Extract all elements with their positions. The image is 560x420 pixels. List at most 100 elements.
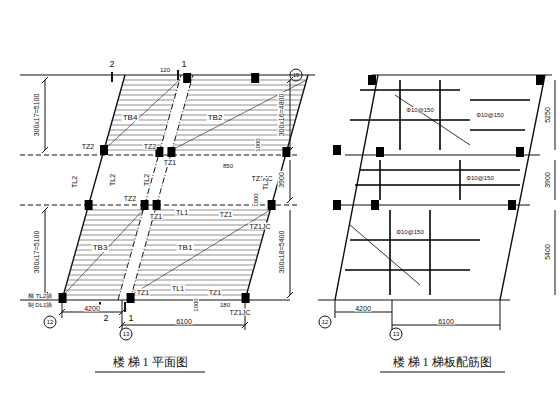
member-tag: TZ2: [143, 143, 157, 150]
stair-wall: [62, 75, 308, 300]
rebar-line: [470, 99, 530, 101]
member-tag: TL2: [109, 173, 116, 187]
rebar-note: Φ10@150: [465, 175, 495, 181]
tread-line: [119, 95, 175, 96]
column-section: [127, 293, 135, 303]
tread-line: [173, 145, 288, 146]
axis-number: 13: [122, 331, 131, 337]
tread-line: [117, 105, 173, 106]
tread-line: [68, 280, 124, 281]
title-underline: [95, 371, 505, 372]
tread-line: [108, 135, 164, 136]
rebar-line: [470, 129, 525, 131]
tread-line: [72, 265, 128, 266]
column-section: [508, 200, 516, 210]
tread-line: [79, 240, 135, 241]
dimension-line: [335, 80, 555, 330]
member-tag: TZ2: [81, 143, 95, 150]
tread-line: [115, 110, 171, 111]
dimension-text: 300x16=4800: [278, 93, 285, 138]
tread-line: [65, 290, 121, 291]
dimension-text: 3900: [544, 171, 551, 189]
column-section: [242, 293, 250, 303]
section-number: 1: [180, 60, 187, 69]
dimension-text: 300x18=5400: [278, 230, 285, 275]
column-section: [153, 200, 161, 210]
axis-bubble: [390, 328, 402, 340]
section-number: 2: [108, 60, 115, 69]
tread-line: [192, 80, 307, 81]
tread-line: [87, 210, 143, 211]
note-text: 梯 TL2插: [27, 293, 53, 299]
drawing-title: 楼 梯 1 梯板配筋图: [392, 356, 493, 368]
member-tag: TB4: [122, 114, 139, 122]
tread-line: [122, 85, 178, 86]
rebar-line: [345, 269, 470, 271]
dimension-text: 180: [219, 302, 231, 308]
column-section: [268, 200, 276, 210]
member-tag: TZ2: [123, 195, 137, 202]
tread-line: [136, 280, 251, 281]
tread-line: [80, 235, 136, 236]
member-tag: TB3: [92, 244, 109, 252]
column-section: [167, 147, 175, 157]
tread-line: [86, 215, 142, 216]
tread-line: [190, 85, 305, 86]
note-text: 制 DL1插: [27, 302, 54, 308]
column-section: [333, 145, 341, 155]
tread-line: [110, 130, 166, 131]
column-section: [371, 200, 379, 210]
columns: [59, 73, 544, 303]
rebar-line: [389, 210, 391, 295]
tread-line: [152, 220, 267, 221]
column-section: [251, 73, 259, 83]
member-tag: TL2: [262, 177, 269, 191]
rebar-line: [395, 95, 470, 145]
rebar-note: Φ10@150: [395, 229, 425, 235]
column-section: [183, 73, 191, 83]
tread-line: [150, 230, 265, 231]
dimension-text: 1000: [193, 297, 199, 312]
rebar-line: [439, 80, 441, 150]
tread-line: [143, 255, 258, 256]
axis-number: 13: [392, 331, 401, 337]
member-tag: TL2: [71, 175, 78, 189]
dimension-text: 6100: [175, 318, 193, 325]
tread-line: [82, 230, 138, 231]
tread-line: [178, 130, 293, 131]
rebar-lines: [345, 80, 530, 295]
tread-line: [84, 220, 140, 221]
tread-line: [118, 100, 174, 101]
dimension-text: 1000: [255, 137, 261, 152]
tread-line: [155, 210, 270, 211]
dimension-line: [45, 80, 290, 325]
member-tag: TZ1: [136, 289, 150, 296]
tread-line: [63, 295, 119, 296]
dimension-text: 300x17=5100: [33, 230, 40, 275]
member-tag: TZ1: [163, 159, 177, 166]
member-tag: TZ1: [219, 211, 233, 218]
axis-number: 12: [321, 319, 330, 325]
column-section: [141, 200, 149, 210]
rebar-line: [399, 80, 401, 150]
tread-line: [134, 285, 249, 286]
member-tag: TL2: [143, 173, 150, 187]
tread-line: [66, 285, 122, 286]
column-section: [376, 147, 384, 157]
axis-bubble: [120, 328, 132, 340]
member-tag: TZ1JC: [249, 223, 272, 230]
tread-line: [137, 275, 252, 276]
rebar-line: [350, 239, 480, 241]
dimension-text: 300x17=5100: [33, 93, 40, 138]
member-tag: TZ1: [208, 289, 222, 296]
member-tag: TZ1: [149, 213, 163, 220]
tread-line: [140, 265, 255, 266]
dimension-tick: [42, 77, 293, 328]
tread-line: [111, 125, 167, 126]
tread-line: [172, 150, 287, 151]
tread-line: [104, 150, 160, 151]
section-number: 2: [102, 314, 109, 323]
column-section: [368, 75, 376, 85]
extension-line: [62, 300, 245, 330]
dimension-text: 5400: [544, 243, 551, 261]
